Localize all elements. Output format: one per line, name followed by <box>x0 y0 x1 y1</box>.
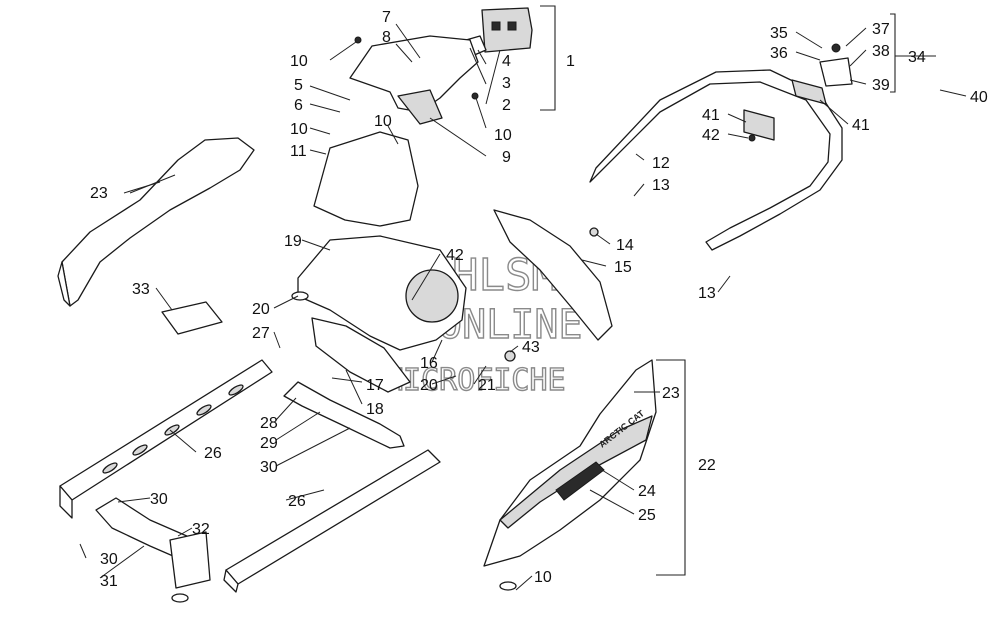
callout-33: 33 <box>132 281 150 298</box>
callout-37: 37 <box>872 21 890 38</box>
callout-10c: 10 <box>374 113 392 130</box>
callout-23a: 23 <box>90 185 108 202</box>
bracket-group-34 <box>890 13 896 93</box>
callout-35: 35 <box>770 25 788 42</box>
mud-flap <box>311 317 411 393</box>
right-side-panel-trim <box>499 415 653 529</box>
license-plate-bracket <box>819 57 853 87</box>
callout-6: 6 <box>294 97 303 114</box>
bracket-plate <box>169 531 211 589</box>
taillight-bulb-socket <box>507 21 517 31</box>
grab-bar-bracket <box>743 109 775 141</box>
leader-lines <box>79 23 967 591</box>
bracket-group-22 <box>656 359 686 576</box>
nut <box>748 134 756 142</box>
left-side-panel <box>61 137 255 307</box>
callout-16: 16 <box>420 355 438 372</box>
callout-21: 21 <box>478 377 496 394</box>
rubber-grommet <box>171 593 189 603</box>
callout-3: 3 <box>502 75 511 92</box>
left-side-panel-edge <box>57 261 71 307</box>
grab-bar <box>589 69 843 251</box>
callout-38: 38 <box>872 43 890 60</box>
screw <box>471 92 479 100</box>
callout-13a: 13 <box>652 177 670 194</box>
taillight-mount-tab <box>397 89 443 125</box>
tunnel-rail-right <box>223 449 441 593</box>
callout-14: 14 <box>616 237 634 254</box>
callout-30a: 30 <box>260 459 278 476</box>
callout-19: 19 <box>284 233 302 250</box>
callout-40: 40 <box>970 89 988 106</box>
callout-30b: 30 <box>150 491 168 508</box>
splash-shield <box>313 131 419 227</box>
callout-27: 27 <box>252 325 270 342</box>
callout-8: 8 <box>382 29 391 46</box>
license-plate-light <box>831 43 841 53</box>
callout-2: 2 <box>502 97 511 114</box>
rubber-grommet <box>291 291 309 301</box>
callout-26a: 26 <box>204 445 222 462</box>
callout-24: 24 <box>638 483 656 500</box>
callout-4: 4 <box>502 53 511 70</box>
callout-29: 29 <box>260 435 278 452</box>
callout-20a: 20 <box>252 301 270 318</box>
screw <box>354 36 362 44</box>
callout-17: 17 <box>366 377 384 394</box>
taillight-lens <box>481 7 533 53</box>
callout-11: 11 <box>290 143 307 160</box>
callout-42a: 42 <box>702 127 720 144</box>
callout-41b: 41 <box>852 117 870 134</box>
callout-1: 1 <box>566 53 575 70</box>
callout-26b: 26 <box>288 493 306 510</box>
callout-25: 25 <box>638 507 656 524</box>
grab-bar-bracket <box>791 79 827 105</box>
callout-10a: 10 <box>290 53 308 70</box>
callout-42b: 42 <box>446 247 464 264</box>
callout-10d: 10 <box>494 127 512 144</box>
panel-decal-stripe <box>555 461 605 501</box>
callout-7: 7 <box>382 9 391 26</box>
callout-9: 9 <box>502 149 511 166</box>
callout-23b: 23 <box>662 385 680 402</box>
callout-28: 28 <box>260 415 278 432</box>
tunnel-rail-left <box>59 359 273 519</box>
taillight-housing <box>349 35 479 113</box>
callout-31: 31 <box>100 573 118 590</box>
callout-43: 43 <box>522 339 540 356</box>
callout-10b: 10 <box>290 121 308 138</box>
callout-labels: 1 2 3 4 5 6 7 8 9 10 10 10 10 10 11 12 1… <box>90 9 988 590</box>
callout-32: 32 <box>192 521 210 538</box>
callout-20b: 20 <box>420 377 438 394</box>
callout-34: 34 <box>908 49 926 66</box>
watermark-line3: MICROFICHE <box>385 363 566 398</box>
callout-15: 15 <box>614 259 632 276</box>
callout-30c: 30 <box>100 551 118 568</box>
callout-13b: 13 <box>698 285 716 302</box>
mounting-bracket-right <box>283 381 405 449</box>
callout-5: 5 <box>294 77 303 94</box>
taillight-bulb-socket <box>491 21 501 31</box>
callout-18: 18 <box>366 401 384 418</box>
reflector <box>161 301 223 335</box>
rear-fender <box>297 235 467 351</box>
callout-39: 39 <box>872 77 890 94</box>
rubber-grommet <box>499 581 517 591</box>
right-upper-cover <box>493 209 613 341</box>
bracket-group-1 <box>540 5 556 111</box>
callout-12: 12 <box>652 155 670 172</box>
taillight-assembly <box>349 7 533 125</box>
callout-36: 36 <box>770 45 788 62</box>
callout-41a: 41 <box>702 107 720 124</box>
bolt <box>504 350 516 362</box>
fender-wheel-arch <box>405 269 459 323</box>
callout-22: 22 <box>698 457 716 474</box>
callout-10e: 10 <box>534 569 552 586</box>
